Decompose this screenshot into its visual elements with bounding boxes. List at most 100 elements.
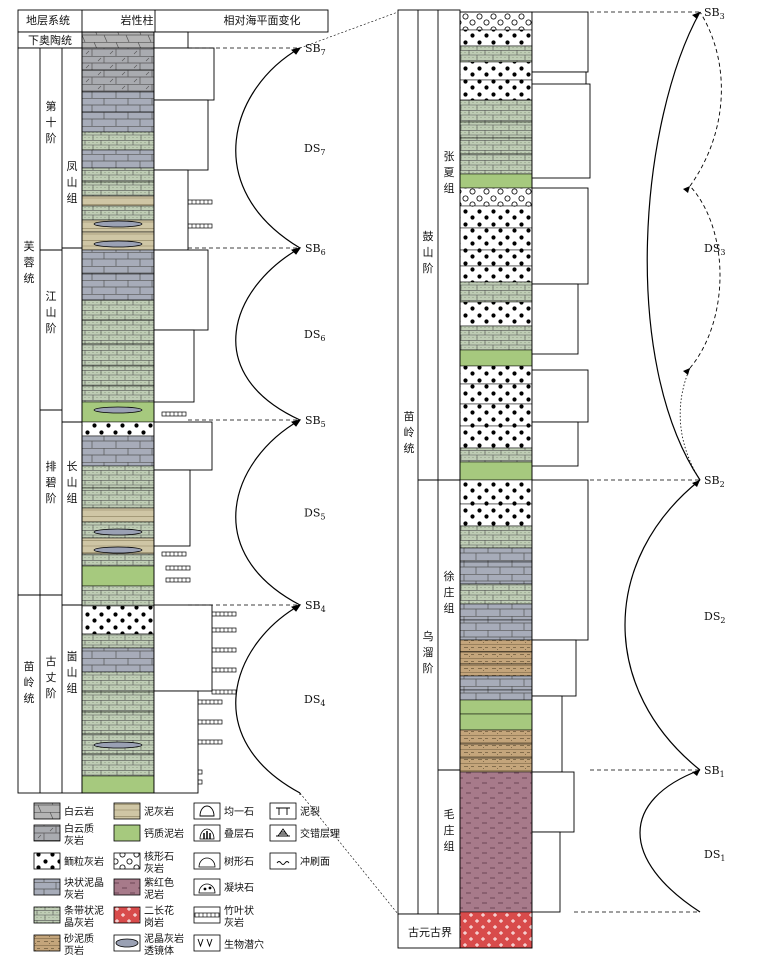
label-zhangxia-char: 张	[444, 150, 455, 163]
flat-pebble-icon	[211, 689, 237, 695]
flat-pebble-icon	[165, 565, 191, 571]
lith-layer	[81, 319, 155, 345]
label-zhangxia: 张夏组	[444, 150, 455, 195]
legend-scour-swatch	[269, 852, 297, 870]
label-xuzhuang-char: 组	[444, 601, 455, 615]
legend-stromatolite: 叠层石	[224, 828, 254, 840]
label-changshan-char: 长	[67, 460, 78, 473]
lith-layer	[81, 775, 155, 794]
legend-calcmud: 钙质泥岩	[144, 827, 184, 840]
lens-icon	[93, 406, 143, 414]
symbol-box	[153, 469, 191, 547]
label-gushan: 崮山组	[67, 650, 78, 695]
label-furong-char: 芙	[24, 239, 35, 253]
legend-thrombolite: 凝块石	[224, 882, 254, 894]
burrow-icon	[206, 938, 213, 948]
girvanella-icon	[199, 805, 215, 817]
flat-pebble-icon	[211, 627, 237, 633]
label-maozhuang-char: 庄	[444, 823, 455, 837]
header-sea: 相对海平面变化	[224, 13, 301, 27]
lith-layer	[459, 461, 533, 481]
label-guzhang: 古丈阶	[46, 655, 57, 700]
legend-oolite-swatch	[33, 852, 61, 870]
legend-burrows: 生物潜穴	[224, 938, 264, 951]
label-guzhang-char: 古	[46, 655, 57, 668]
label-gushan-stage: 鼓山阶	[423, 229, 434, 275]
arrowhead-icon	[692, 480, 700, 487]
strat-frame	[17, 47, 83, 794]
scour-icon	[276, 861, 290, 865]
arrowhead-icon	[683, 368, 690, 375]
label-fengshan-char: 凤	[67, 160, 78, 173]
lith-layer	[459, 729, 533, 745]
sea-level-curve	[679, 367, 701, 481]
label-guzhang-char: 丈	[46, 671, 57, 684]
lith-layer	[459, 503, 533, 527]
sea-level-curve	[235, 247, 301, 421]
lith-layer	[459, 547, 533, 563]
legend-micrite-swatch	[33, 878, 61, 896]
lith-layer	[81, 91, 155, 113]
flat-pebble-icon	[161, 411, 187, 417]
label-ds3: DS3	[704, 242, 725, 257]
sea-level-curve	[646, 11, 701, 481]
legend-purple: 泥岩	[144, 888, 164, 901]
crossbed-icon	[276, 828, 290, 837]
sea-level-curve	[235, 419, 301, 606]
lith-layer	[459, 743, 533, 759]
flat-pebble-icon	[161, 551, 187, 557]
label-miaoling: 苗岭统	[404, 410, 415, 455]
label-ds2: DS2	[704, 610, 725, 625]
legend-sandy: 页岩	[64, 944, 84, 957]
connector	[299, 792, 399, 915]
legend-burrow-swatch	[193, 934, 221, 952]
label-wuliu-char: 溜	[423, 645, 434, 659]
lith-column-frame	[81, 31, 155, 794]
label-wuliu-char: 阶	[423, 661, 434, 675]
lith-layer	[81, 465, 155, 489]
label-paibi-char: 碧	[46, 476, 57, 489]
label-sb3: SB3	[704, 6, 725, 21]
legend-sandy: 砂泥质	[64, 932, 94, 945]
symbol-box	[531, 771, 575, 833]
lith-layer	[81, 69, 155, 93]
lith-layer	[81, 149, 155, 169]
right-strat-frame	[397, 9, 461, 915]
arrowhead-icon	[291, 419, 302, 427]
arrowhead-icon	[683, 186, 690, 193]
legend-cross-swatch	[269, 824, 297, 842]
label-stage10-char: 阶	[46, 131, 57, 145]
thrombolite-icon	[203, 887, 207, 891]
lith-layer	[459, 121, 533, 139]
label-gushan-stage-char: 阶	[423, 261, 434, 275]
lith-layer	[81, 31, 155, 49]
symbol-box	[153, 47, 215, 101]
lith-layer	[459, 281, 533, 303]
symbol-box	[153, 604, 213, 692]
mudcrack-icon	[276, 807, 290, 815]
label-ds1: DS1	[704, 848, 725, 863]
legend-flatpebble: 竹叶状	[224, 904, 254, 917]
legend-dolols-swatch	[33, 824, 61, 842]
sea-level-curve	[689, 11, 722, 187]
symbol-box	[531, 421, 579, 467]
lith-layer	[459, 325, 533, 351]
lens-icon	[93, 546, 143, 554]
label-paibi: 排碧阶	[46, 459, 57, 505]
lens-icon	[93, 741, 143, 749]
symbol-box	[531, 187, 589, 285]
arrowhead-icon	[291, 604, 302, 612]
label-gushan-char: 组	[67, 681, 78, 695]
lith-layer	[81, 553, 155, 567]
symbol-box	[531, 831, 561, 913]
symbol-box	[531, 639, 577, 697]
lith-layer	[81, 205, 155, 221]
lith-layer	[459, 757, 533, 773]
lens-icon	[93, 528, 143, 536]
legend-mudcracks: 泥裂	[300, 805, 320, 818]
lith-layer	[459, 349, 533, 367]
burrow-icon	[197, 938, 204, 948]
legend-micrite: 块状泥晶	[64, 876, 104, 889]
legend-purple-swatch	[113, 878, 141, 896]
label-zhangxia-char: 夏	[444, 166, 455, 179]
